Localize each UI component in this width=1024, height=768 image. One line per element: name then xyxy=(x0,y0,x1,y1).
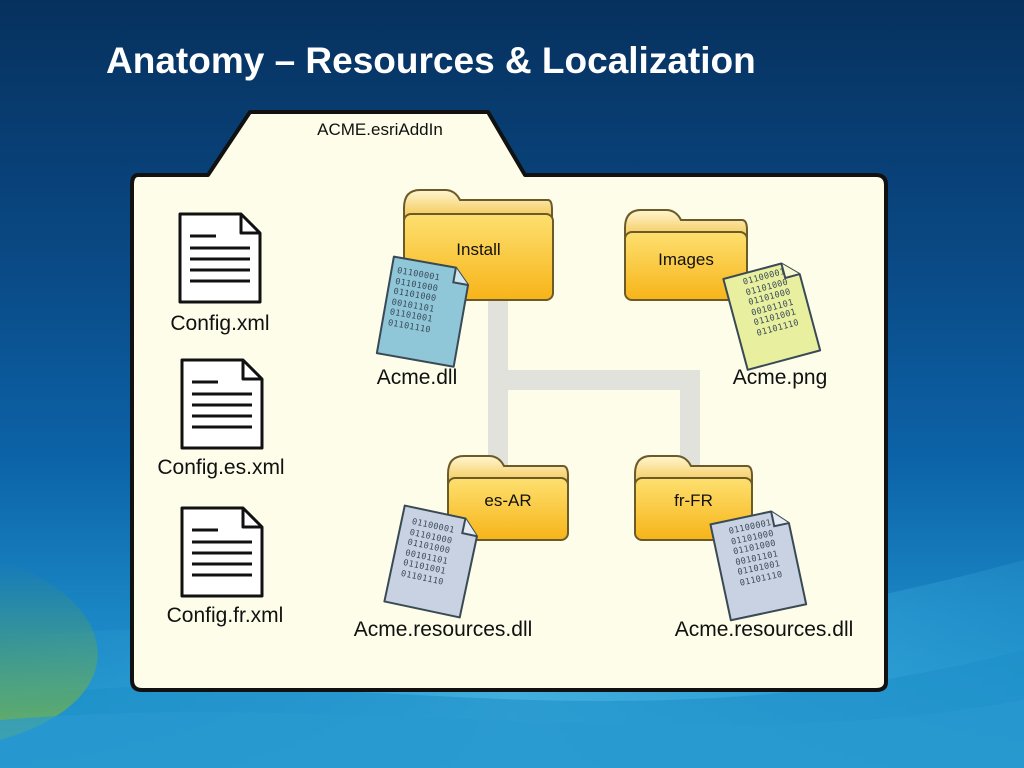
file-label: Acme.resources.dll xyxy=(353,618,533,641)
document-icon xyxy=(180,358,264,450)
binary-file-icon xyxy=(375,255,470,368)
binary-file-icon xyxy=(722,262,822,371)
tree-connectors xyxy=(488,290,700,480)
config-file-label: Config.fr.xml xyxy=(166,604,284,627)
folder-label-fr-fr: fr-FR xyxy=(674,491,713,510)
document-icon xyxy=(178,212,262,304)
config-file-label: Config.xml xyxy=(170,312,270,335)
file-label: Acme.resources.dll xyxy=(674,618,854,641)
folder-icon xyxy=(624,209,748,301)
binary-file-icon xyxy=(709,510,808,622)
slide-title: Anatomy – Resources & Localization xyxy=(106,40,756,81)
binary-file-icon xyxy=(383,504,478,619)
folder-icon xyxy=(447,455,569,541)
file-label: Acme.dll xyxy=(376,366,458,389)
file-label: Acme.png xyxy=(732,366,828,389)
config-file-label: Config.es.xml xyxy=(157,456,285,479)
document-icon xyxy=(180,506,264,598)
package-name: ACME.esriAddIn xyxy=(317,120,443,139)
folder-label-es-ar: es-AR xyxy=(484,491,532,510)
folder-label-install: Install xyxy=(456,240,501,259)
folder-label-images: Images xyxy=(658,250,714,269)
